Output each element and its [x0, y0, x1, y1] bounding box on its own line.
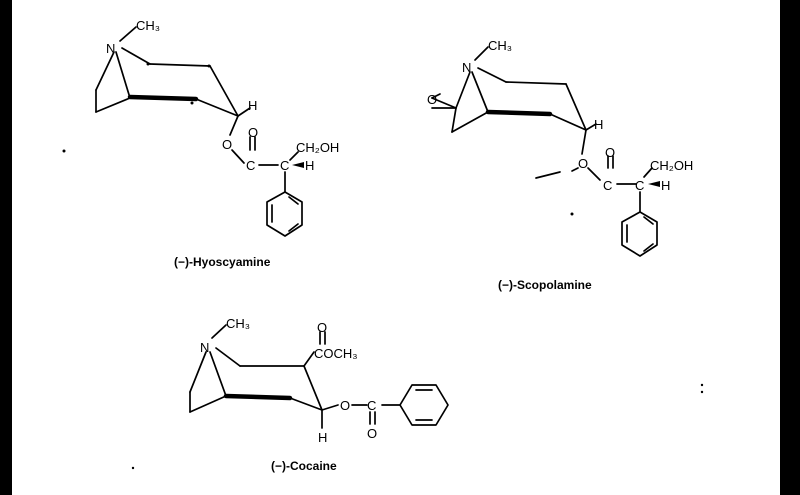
cocaine-caption: (−)-Cocaine — [271, 459, 337, 473]
hyoscyamine-caption: (−)-Hyoscyamine — [174, 255, 271, 269]
scopolamine-ch2oh: CH₂OH — [650, 158, 693, 173]
hyoscyamine-structure: N CH₃ H O O C C CH₂OH H — [95, 18, 339, 237]
cocaine-benzoyl-o: O — [367, 426, 377, 441]
cocaine-methyl-ester: COCH₃ — [314, 346, 358, 361]
page: N CH₃ H O O C C CH₂OH H (−)-Hyoscyamine — [12, 0, 780, 495]
scopolamine-epoxide-o: O — [427, 92, 437, 107]
hyoscyamine-alpha-h: H — [305, 158, 314, 173]
scopolamine-caption: (−)-Scopolamine — [498, 278, 592, 292]
hyoscyamine-n-atom: N — [106, 41, 115, 56]
scopolamine-n-atom: N — [462, 60, 471, 75]
scopolamine-alpha-h: H — [661, 178, 670, 193]
hyoscyamine-carbonyl-c: C — [246, 158, 255, 173]
structures-figure: N CH₃ H O O C C CH₂OH H (−)-Hyoscyamine — [62, 18, 704, 473]
scopolamine-ester-o: O — [578, 156, 588, 171]
cocaine-carbonyl-o-top: O — [317, 320, 327, 335]
hyoscyamine-ester-o: O — [222, 137, 232, 152]
hyoscyamine-alpha-c: C — [280, 158, 289, 173]
scopolamine-alpha-c: C — [635, 178, 644, 193]
cocaine-methyl: CH₃ — [226, 316, 250, 331]
cocaine-ester-o: O — [340, 398, 350, 413]
hyoscyamine-ch2oh: CH₂OH — [296, 140, 339, 155]
scopolamine-methyl: CH₃ — [488, 38, 512, 53]
cocaine-n-atom: N — [200, 340, 209, 355]
scopolamine-h-stereo: H — [594, 117, 603, 132]
scopolamine-structure: N CH₃ O H O O C C CH₂OH H — [427, 38, 693, 257]
hyoscyamine-h-stereo: H — [248, 98, 257, 113]
cocaine-h-stereo: H — [318, 430, 327, 445]
hyoscyamine-methyl: CH₃ — [136, 18, 160, 33]
scopolamine-carbonyl-c: C — [603, 178, 612, 193]
cocaine-benzoyl-c: C — [367, 398, 376, 413]
hyoscyamine-carbonyl-o: O — [248, 125, 258, 140]
cocaine-structure: N CH₃ O COCH₃ O C O H — [62, 149, 704, 470]
scopolamine-carbonyl-o: O — [605, 145, 615, 160]
